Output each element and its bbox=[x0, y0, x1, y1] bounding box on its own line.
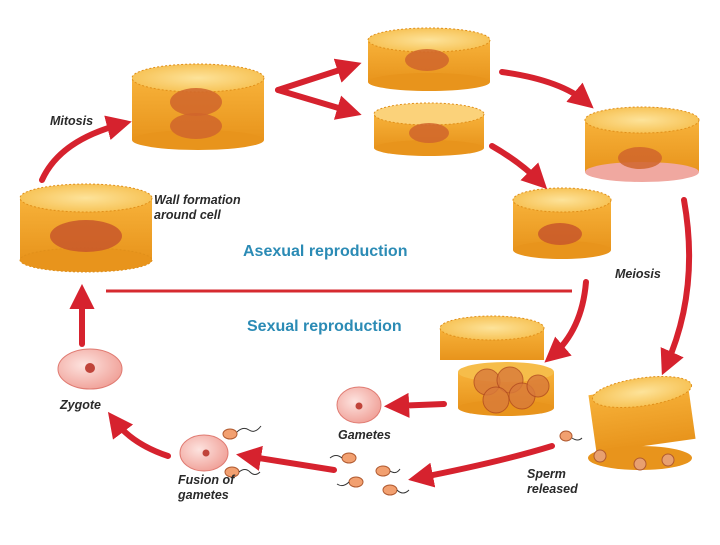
arrow-mitosis-to-lower bbox=[275, 87, 362, 120]
label-wall-formation-line1: Wall formation bbox=[154, 193, 241, 207]
arrow-mitosis-to-upper bbox=[275, 58, 362, 93]
label-fusion: Fusion of gametes bbox=[178, 473, 234, 503]
label-sperm: Sperm released bbox=[527, 467, 578, 497]
fusion-cell bbox=[179, 434, 229, 472]
cell-middle-right bbox=[512, 187, 612, 259]
arrow-meiosis-right bbox=[660, 197, 693, 376]
arrow-fusion-to-zygote bbox=[107, 411, 171, 459]
cell-daughter-upper bbox=[367, 27, 491, 91]
label-sperm-line2: released bbox=[527, 482, 578, 496]
gamete-cell bbox=[336, 386, 382, 424]
arrow-sperm-release bbox=[408, 443, 555, 488]
label-fusion-line2: gametes bbox=[178, 488, 229, 502]
title-asexual: Asexual reproduction bbox=[243, 243, 408, 260]
cell-sperm-release bbox=[588, 375, 696, 471]
cell-opening bbox=[439, 315, 554, 416]
cell-wall-formation bbox=[19, 183, 153, 273]
label-gametes: Gametes bbox=[338, 428, 391, 442]
sperm-fusion bbox=[222, 425, 262, 478]
sperm-group bbox=[329, 430, 583, 496]
label-fusion-line1: Fusion of bbox=[178, 473, 235, 487]
cell-mitosis bbox=[131, 63, 265, 150]
arrow-gametes-to-fusion bbox=[236, 445, 337, 473]
label-meiosis: Meiosis bbox=[615, 267, 661, 281]
arrow-to-gamete bbox=[383, 392, 447, 418]
cell-right-top bbox=[584, 106, 700, 182]
arrow-meiosis-left bbox=[544, 279, 589, 363]
arrow-upper-to-right bbox=[499, 69, 594, 109]
title-sexual: Sexual reproduction bbox=[247, 318, 402, 335]
cycle-arrows bbox=[39, 58, 693, 488]
arrow-wall-to-mitosis bbox=[39, 115, 132, 183]
label-mitosis: Mitosis bbox=[50, 114, 94, 128]
label-sperm-line1: Sperm bbox=[527, 467, 566, 481]
arrow-lower-to-middle bbox=[489, 143, 548, 190]
label-wall-formation-line2: around cell bbox=[154, 208, 221, 222]
zygote-cell bbox=[57, 348, 123, 390]
cell-daughter-lower bbox=[373, 102, 485, 156]
label-wall-formation: Wall formation around cell bbox=[154, 193, 241, 223]
label-zygote: Zygote bbox=[60, 398, 101, 412]
